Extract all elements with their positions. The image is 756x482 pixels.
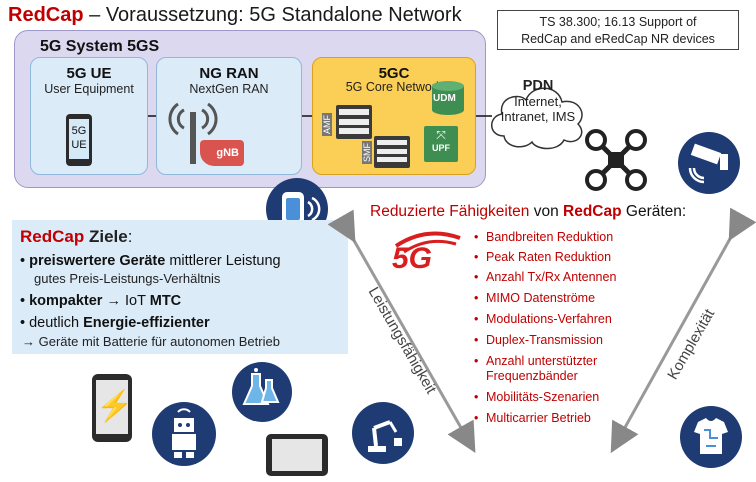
goals-panel xyxy=(12,220,348,354)
udm-label: UDM xyxy=(433,93,456,104)
goal-1-bold: preiswertere Geräte xyxy=(29,253,166,269)
smartphone-icon: 5G UE xyxy=(66,114,92,166)
feature-8: •Mobilitäts-Szenarien xyxy=(474,390,600,404)
ue-subtitle: User Equipment xyxy=(44,82,134,96)
pdn-line-1: Internet, xyxy=(514,94,562,109)
smartphone-charging-icon: ⚡ xyxy=(92,374,133,442)
spec-line-2: RedCap and eRedCap NR devices xyxy=(521,32,715,46)
pdn-title: PDN xyxy=(522,78,554,94)
udm-database-icon xyxy=(432,81,464,115)
goals-title-rest: Ziele xyxy=(84,227,128,246)
cloud-icon xyxy=(491,87,583,150)
goal-2-bold: kompakter xyxy=(29,293,103,309)
spec-line-1: TS 38.300; 16.13 Support of xyxy=(539,15,697,29)
goal-1-rest: mittlerer Leistung xyxy=(165,253,281,269)
reduced-title-3: RedCap xyxy=(563,203,622,220)
smart-tshirt-icon xyxy=(680,406,742,468)
phone-label-1: 5G xyxy=(71,125,87,137)
reduced-title-2: von xyxy=(529,203,564,220)
feature-5: •Modulations-Verfahren xyxy=(474,312,612,326)
feature-7-cont: Frequenzbänder xyxy=(486,369,578,383)
system-title: 5G System 5GS xyxy=(40,38,160,55)
smf-server-icon xyxy=(374,136,410,168)
goals-title-redcap: RedCap xyxy=(20,227,85,246)
feature-1: •Bandbreiten Reduktion xyxy=(474,230,614,244)
ran-subtitle: NextGen RAN xyxy=(189,82,269,96)
feature-3: •Anzahl Tx/Rx Antennen xyxy=(474,270,617,284)
gnb-badge: gNB xyxy=(200,140,244,166)
ue-title: 5G UE xyxy=(66,65,112,82)
antenna-icon xyxy=(168,102,218,164)
title-rest: – Voraussetzung: 5G Standalone Network xyxy=(83,4,462,26)
amf-server-icon xyxy=(336,105,372,139)
industrial-robot-arm-icon xyxy=(352,402,414,464)
robot-icon xyxy=(152,402,216,466)
phone-label-2: UE xyxy=(71,139,87,151)
feature-9: •Multicarrier Betrieb xyxy=(474,411,591,425)
spec-reference: TS 38.300; 16.13 Support of RedCap and e… xyxy=(497,10,739,50)
feature-6: •Duplex-Transmission xyxy=(474,333,603,347)
goal-1-sub: gutes Preis-Leistungs-Verhältnis xyxy=(34,271,221,286)
goal-item-2: • kompakter → IoT MTC xyxy=(20,293,182,309)
goals-title: RedCap Ziele: xyxy=(20,227,132,247)
goal-item-1: • preiswertere Geräte mittlerer Leistung xyxy=(20,253,281,269)
page-title: RedCap – Voraussetzung: 5G Standalone Ne… xyxy=(8,4,462,27)
goal-3-bold: Energie-effizienter xyxy=(83,315,210,331)
feature-2: •Peak Raten Reduktion xyxy=(474,250,612,264)
tablet-icon xyxy=(266,434,328,476)
security-camera-icon xyxy=(678,132,740,194)
goal-3-sub: → Geräte mit Batterie für autonomen Betr… xyxy=(22,334,280,349)
ran-title: NG RAN xyxy=(199,65,259,82)
goal-3-pre: deutlich xyxy=(29,315,84,331)
core-title: 5GC xyxy=(378,65,410,82)
goals-title-colon: : xyxy=(127,227,133,246)
upf-icon: ⤧ UPF xyxy=(424,126,458,162)
title-redcap: RedCap xyxy=(8,4,84,26)
feature-7: •Anzahl unterstützter xyxy=(474,354,598,368)
goal-2-arrow: → xyxy=(102,293,126,309)
feature-4: •MIMO Datenströme xyxy=(474,291,596,305)
gnb-label: gNB xyxy=(216,147,239,159)
upf-label: UPF xyxy=(432,143,450,153)
core-subtitle: 5G Core Network xyxy=(345,80,443,94)
goal-2-mid: IoT xyxy=(125,293,150,309)
pdn-label: PDN Internet, Intranet, IMS xyxy=(488,78,588,124)
drone-icon xyxy=(585,129,647,191)
pdn-line-2: Intranet, IMS xyxy=(500,109,576,124)
goal-2-bold2: MTC xyxy=(149,293,182,309)
lab-flask-icon xyxy=(232,362,292,422)
goal-item-3: • deutlich Energie-effizienter xyxy=(20,315,210,331)
